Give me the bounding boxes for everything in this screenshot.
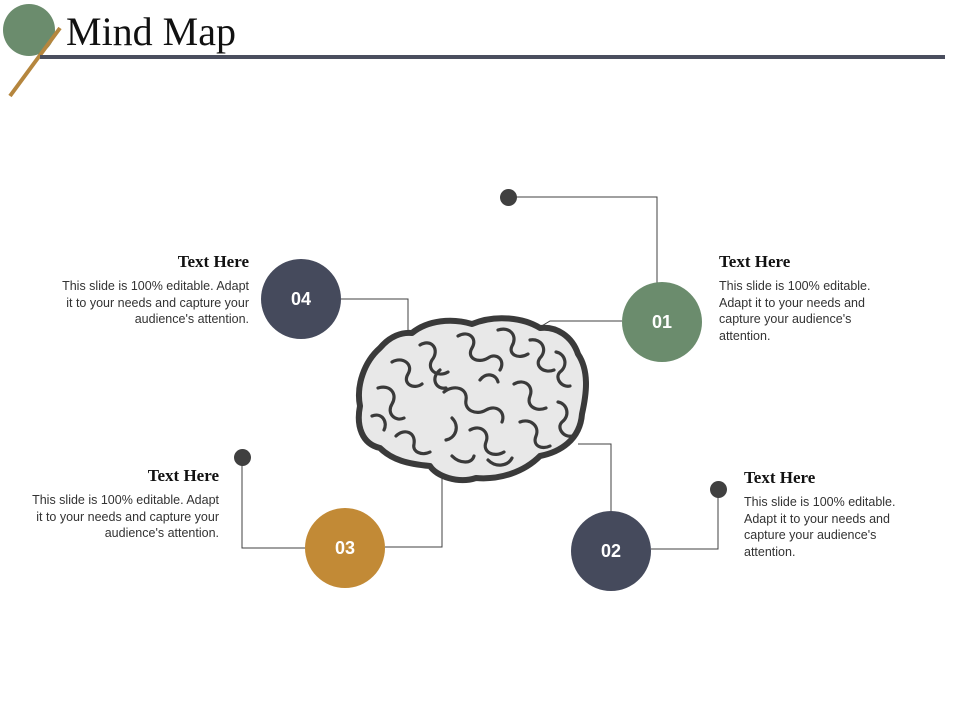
text-block-03: Text Here This slide is 100% editable. A… bbox=[32, 466, 219, 542]
connector-01-top bbox=[508, 196, 658, 283]
text-block-02: Text Here This slide is 100% editable. A… bbox=[744, 468, 929, 560]
text-block-02-body: This slide is 100% editable. Adapt it to… bbox=[744, 495, 896, 559]
text-block-03-heading: Text Here bbox=[147, 466, 219, 485]
header-accent-line bbox=[8, 26, 62, 98]
text-block-04: Text Here This slide is 100% editable. A… bbox=[62, 252, 249, 328]
connector-03-brain bbox=[385, 478, 443, 548]
text-block-04-heading: Text Here bbox=[177, 252, 249, 271]
node-03: 03 bbox=[305, 508, 385, 588]
node-01: 01 bbox=[622, 282, 702, 362]
text-block-04-body: This slide is 100% editable. Adapt it to… bbox=[62, 279, 249, 326]
connector-03-dot bbox=[241, 458, 305, 549]
node-04: 04 bbox=[261, 259, 341, 339]
connector-02-brain bbox=[578, 443, 612, 511]
terminal-dot-02 bbox=[710, 481, 727, 498]
text-block-01-body: This slide is 100% editable. Adapt it to… bbox=[719, 279, 871, 343]
terminal-dot-03 bbox=[234, 449, 251, 466]
text-block-01: Text Here This slide is 100% editable. A… bbox=[719, 252, 904, 344]
connector-02-dot bbox=[651, 490, 719, 550]
terminal-dot-01 bbox=[500, 189, 517, 206]
node-02: 02 bbox=[571, 511, 651, 591]
text-block-03-body: This slide is 100% editable. Adapt it to… bbox=[32, 493, 219, 540]
connector-04-brain bbox=[341, 298, 409, 335]
header-circle bbox=[3, 4, 55, 56]
brain-icon bbox=[355, 315, 589, 484]
page-title: Mind Map bbox=[66, 9, 236, 54]
text-block-01-heading: Text Here bbox=[719, 252, 791, 271]
text-block-02-heading: Text Here bbox=[744, 468, 816, 487]
